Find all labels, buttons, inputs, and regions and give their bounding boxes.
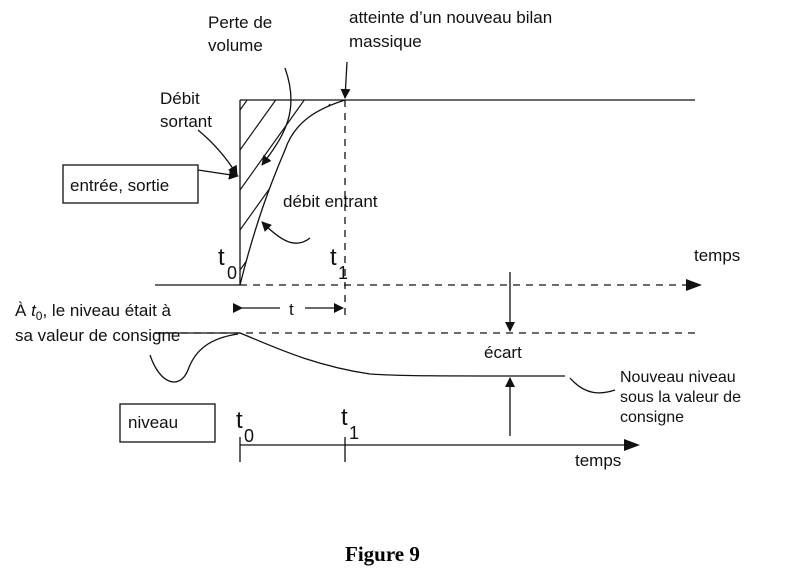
- t1-top-letter: t: [330, 244, 337, 271]
- nouveau-niveau-line2: sous la valeur de: [620, 389, 741, 406]
- perte-label-line1: Perte de: [208, 13, 272, 32]
- inflow-curve: [239, 99, 346, 286]
- interval-t-label: t: [289, 300, 294, 319]
- time-axis-top-arrow-icon: [686, 279, 702, 291]
- volume-loss-hatch: [240, 100, 345, 285]
- t0-top-letter: t: [218, 244, 225, 271]
- nouveau-niveau-line1: Nouveau niveau: [620, 369, 736, 386]
- temps-bottom-label: temps: [575, 451, 621, 470]
- top-plot: [155, 99, 702, 320]
- t1-top-sub: 1: [338, 263, 348, 283]
- nouveau-niveau-line3: consigne: [620, 409, 684, 426]
- t0-top-sub: 0: [227, 263, 237, 283]
- nouveau-niveau-leader: [569, 377, 616, 394]
- t0-bottom-letter: t: [236, 407, 243, 434]
- perte-label-line2: volume: [208, 36, 263, 55]
- atteinte-label-line2: massique: [349, 32, 422, 51]
- level-curve: [155, 332, 566, 377]
- niveau-label: niveau: [128, 413, 178, 432]
- time-axis-bottom-arrow-icon: [624, 439, 640, 451]
- bottom-plot: [155, 272, 700, 462]
- entree-sortie-label: entrée, sortie: [70, 176, 169, 195]
- niveau-box: [119, 403, 216, 443]
- atteinte-leader-arrow-icon: [340, 61, 351, 99]
- debit-sortant-label-line2: sortant: [160, 112, 212, 131]
- t1-bottom-sub: 1: [349, 423, 359, 443]
- atteinte-label-line1: atteinte d’un nouveau bilan: [349, 8, 552, 27]
- callouts-bottom: [149, 333, 616, 394]
- debit-entrant-label: débit entrant: [283, 192, 378, 211]
- perte-leader-arrow-icon: [261, 67, 292, 166]
- temps-top-label: temps: [694, 246, 740, 265]
- niveau-note-line2: sa valeur de consigne: [15, 326, 180, 345]
- debit-sortant-label-line1: Débit: [160, 89, 200, 108]
- ecart-label: écart: [484, 343, 522, 362]
- niveau-note-line1: À t0, le niveau était à: [15, 301, 172, 323]
- figure-caption: Figure 9: [345, 542, 420, 566]
- callouts-top: [197, 61, 351, 244]
- entree-sortie-leader-arrow-icon: [197, 169, 239, 180]
- entree-sortie-box: [62, 164, 199, 204]
- debit-entrant-leader-arrow-icon: [261, 221, 311, 244]
- t1-bottom-letter: t: [341, 404, 348, 431]
- t0-bottom-sub: 0: [244, 426, 254, 446]
- debit-sortant-leader-arrow-icon: [197, 129, 238, 176]
- consigne-leader: [149, 333, 239, 383]
